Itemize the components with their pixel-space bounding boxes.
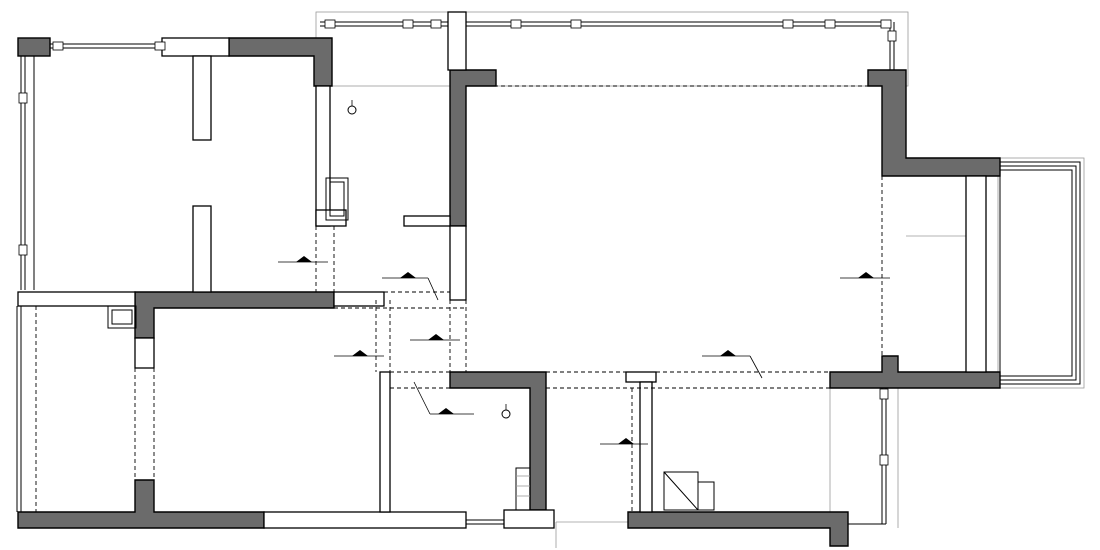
window-sash-marker xyxy=(880,19,892,29)
window-sash-marker xyxy=(18,92,28,104)
window-sash-marker xyxy=(510,19,522,29)
window-sash-markers xyxy=(18,19,897,466)
window-top-left xyxy=(50,43,162,49)
ceiling-lines xyxy=(35,85,883,512)
section-marker-icon xyxy=(702,350,763,379)
window-sash-marker xyxy=(402,19,414,29)
section-marker-icon xyxy=(600,438,648,445)
section-marker-icon xyxy=(334,350,384,357)
ceiling-lights xyxy=(347,100,511,419)
fixtures xyxy=(107,177,715,511)
window-sash-marker xyxy=(879,388,889,400)
window-sash-marker xyxy=(324,19,336,29)
window-lower-right xyxy=(466,388,887,525)
window-sash-marker xyxy=(18,244,28,256)
section-marker-icon xyxy=(413,381,474,415)
section-marker-icon xyxy=(382,272,439,301)
window-right-balcony xyxy=(999,161,1081,385)
section-marker-icon xyxy=(278,256,328,263)
section-markers xyxy=(278,256,890,445)
structural-walls xyxy=(17,37,1001,547)
window-left xyxy=(16,56,35,512)
window-top xyxy=(320,21,895,70)
ceiling-light-icon xyxy=(347,100,357,115)
window-sash-marker xyxy=(782,19,794,29)
ceiling-light-icon xyxy=(501,404,511,419)
window-sash-marker xyxy=(570,19,582,29)
window-sash-marker xyxy=(879,454,889,466)
window-sash-marker xyxy=(430,19,442,29)
section-marker-icon xyxy=(410,334,460,341)
partition-walls xyxy=(17,11,987,529)
window-sash-marker xyxy=(824,19,836,29)
window-sash-marker xyxy=(154,41,166,51)
window-sash-marker xyxy=(887,30,897,42)
window-sash-marker xyxy=(52,41,64,51)
section-marker-icon xyxy=(840,272,890,279)
